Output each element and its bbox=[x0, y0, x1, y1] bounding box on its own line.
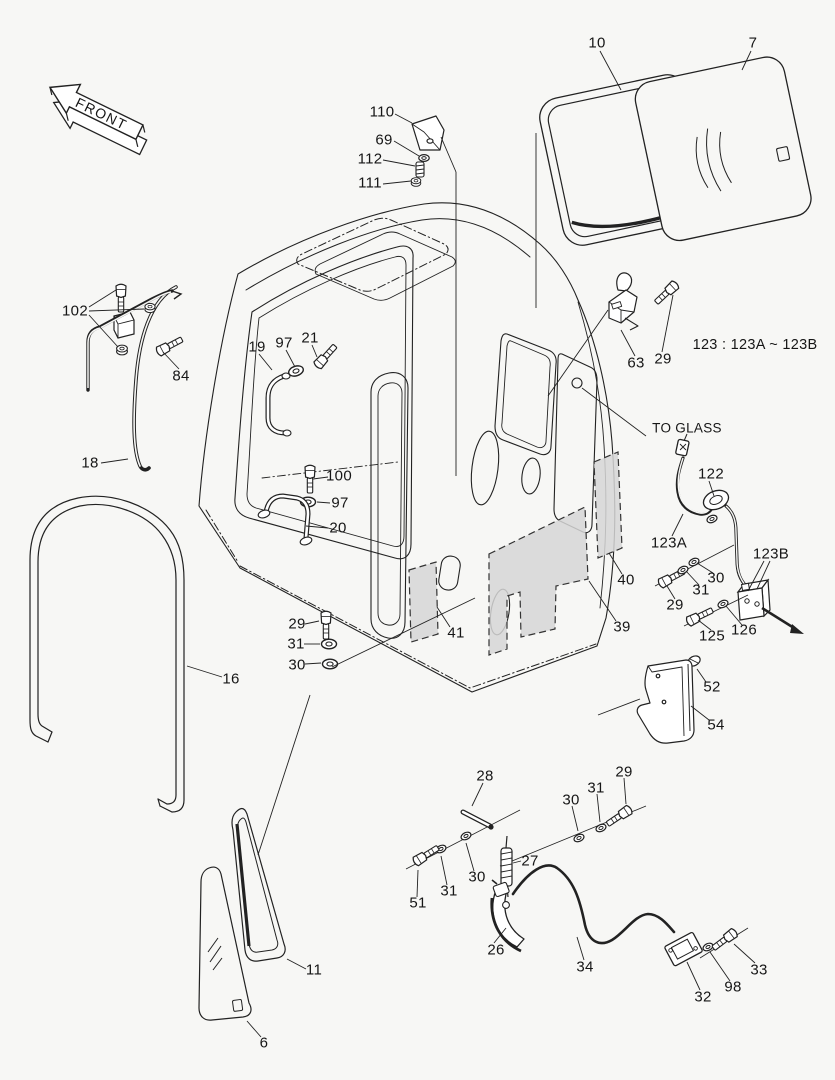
glass-panels-shaded bbox=[408, 451, 623, 656]
part-label-30d: 30 bbox=[468, 868, 486, 886]
part-label-29a: 29 bbox=[654, 350, 672, 368]
part-label-28: 28 bbox=[476, 767, 494, 785]
part-label-32: 32 bbox=[694, 988, 712, 1006]
part-label-18: 18 bbox=[81, 454, 99, 472]
part-label-63: 63 bbox=[627, 354, 645, 372]
rear-window-parts bbox=[539, 56, 812, 246]
part-label-69: 69 bbox=[375, 131, 393, 149]
quarter-glass-6 bbox=[198, 866, 252, 1021]
part-label-39: 39 bbox=[613, 618, 631, 636]
seal-18 bbox=[132, 285, 178, 472]
spring-112 bbox=[415, 161, 425, 178]
door-seals bbox=[29, 285, 185, 813]
part-label-112: 112 bbox=[357, 150, 383, 168]
washer-30b bbox=[321, 658, 339, 670]
part-label-29d: 29 bbox=[615, 763, 633, 781]
latch-bolt-cluster bbox=[499, 803, 647, 867]
part-label-41: 41 bbox=[447, 624, 465, 642]
part-label-21: 21 bbox=[301, 329, 319, 347]
bolt-84 bbox=[154, 334, 185, 358]
panel-41 bbox=[408, 561, 439, 643]
front-direction-arrow: FRONT bbox=[48, 83, 148, 156]
switch-123B bbox=[736, 578, 804, 634]
bolt-29a bbox=[652, 279, 681, 307]
part-label-33: 33 bbox=[750, 961, 768, 979]
bolt-29c bbox=[320, 610, 332, 640]
fasteners-and-small-parts bbox=[86, 115, 804, 967]
bolt-29d bbox=[604, 803, 635, 829]
part-label-30a: 30 bbox=[707, 569, 725, 587]
part-label-31d: 31 bbox=[440, 882, 458, 900]
quarter-frame-11 bbox=[231, 807, 286, 962]
panel-39 bbox=[488, 506, 589, 656]
part-label-97a: 97 bbox=[275, 334, 293, 352]
to-glass-note: TO GLASS bbox=[652, 420, 722, 436]
part-label-110: 110 bbox=[369, 103, 395, 121]
bracket-110 bbox=[411, 115, 445, 151]
part-label-98: 98 bbox=[724, 978, 742, 996]
part-label-16: 16 bbox=[222, 670, 240, 688]
part-label-27: 27 bbox=[521, 852, 539, 870]
washer-31b bbox=[320, 638, 338, 650]
part-label-30b: 30 bbox=[288, 656, 306, 674]
cover-bracket-54 bbox=[636, 659, 695, 744]
grommet-122 bbox=[702, 489, 730, 511]
part-label-111: 111 bbox=[358, 174, 382, 192]
part-label-30c: 30 bbox=[562, 791, 580, 809]
part-label-20: 20 bbox=[329, 519, 347, 537]
part-label-40: 40 bbox=[617, 571, 635, 589]
bolt-125 bbox=[684, 605, 716, 628]
part-label-31b: 31 bbox=[287, 635, 305, 653]
part-label-122: 122 bbox=[698, 465, 724, 483]
washer-69 bbox=[418, 154, 430, 162]
part-label-29b: 29 bbox=[666, 596, 684, 614]
part-label-100: 100 bbox=[326, 467, 352, 485]
panel-40 bbox=[593, 451, 623, 559]
hinge-bracket-63 bbox=[608, 272, 639, 331]
part-label-31a: 31 bbox=[692, 581, 710, 599]
part-label-11: 11 bbox=[305, 961, 323, 979]
leader-lines bbox=[88, 50, 771, 1038]
bolt-51 bbox=[411, 842, 442, 868]
part-label-29c: 29 bbox=[288, 615, 306, 633]
mirror-bracket-102 bbox=[86, 283, 183, 392]
part-label-34: 34 bbox=[576, 958, 594, 976]
rod-28-cluster bbox=[405, 809, 521, 870]
grab-handle-19 bbox=[265, 372, 292, 437]
part-label-102: 102 bbox=[62, 302, 88, 320]
washer-30a bbox=[687, 556, 701, 568]
range-note: 123 : 123A ~ 123B bbox=[692, 337, 818, 353]
part-label-10: 10 bbox=[588, 34, 606, 52]
washer-31c bbox=[594, 822, 608, 834]
cable-34 bbox=[511, 864, 676, 945]
part-label-126: 126 bbox=[731, 621, 757, 639]
glass-heater-cable-123A bbox=[675, 433, 749, 589]
part-label-84: 84 bbox=[172, 367, 190, 385]
part-label-125: 125 bbox=[699, 627, 725, 645]
part-label-54: 54 bbox=[707, 716, 725, 734]
part-label-123A: 123A bbox=[650, 534, 688, 552]
washer-30c bbox=[572, 832, 586, 844]
part-label-51: 51 bbox=[409, 894, 427, 912]
window-channel-16 bbox=[29, 495, 185, 813]
striker-32 bbox=[664, 926, 749, 967]
part-label-19: 19 bbox=[248, 338, 266, 356]
handle-20 bbox=[257, 493, 313, 546]
bolt-33 bbox=[709, 926, 740, 953]
part-label-31c: 31 bbox=[587, 779, 605, 797]
part-label-7: 7 bbox=[748, 34, 758, 52]
window-glass-7 bbox=[634, 56, 812, 242]
part-label-26: 26 bbox=[487, 941, 505, 959]
part-label-123B: 123B bbox=[752, 545, 790, 563]
part-label-52: 52 bbox=[703, 678, 721, 696]
quarter-windows bbox=[198, 807, 286, 1021]
part-label-97b: 97 bbox=[331, 494, 349, 512]
nut-111 bbox=[410, 177, 422, 187]
part-label-6: 6 bbox=[259, 1034, 269, 1052]
latch-handle-26 bbox=[490, 879, 525, 953]
